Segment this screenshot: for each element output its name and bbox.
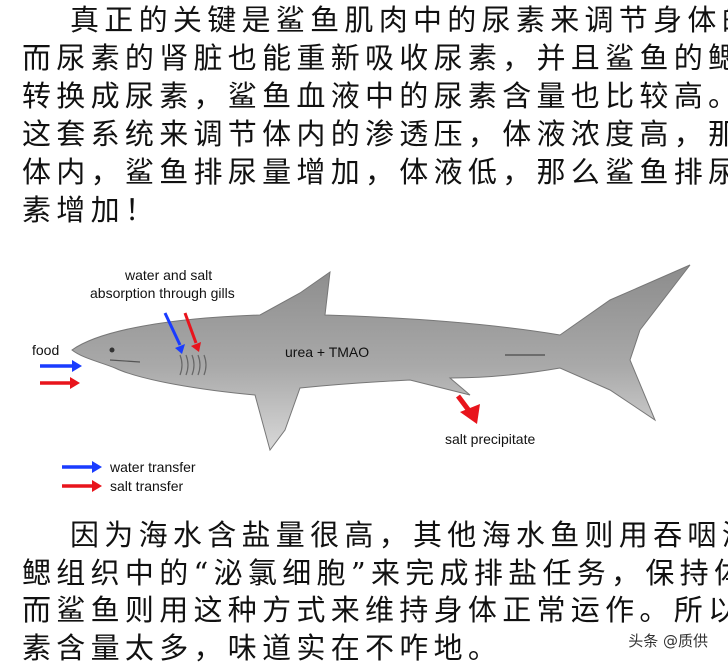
shark-osmoregulation-diagram: water and salt absorption through gills … [32, 264, 691, 494]
paragraph1-line: 而尿素的肾脏也能重新吸收尿素，并且鲨鱼的鳃可以吸收氨 [22, 41, 728, 75]
water-arrow-food [72, 360, 82, 372]
paragraph1-line: 素增加！ [22, 193, 160, 227]
salt-arrow-gills [183, 312, 198, 344]
salt-arrow-food [70, 377, 80, 389]
water-arrow-gills [163, 312, 182, 346]
watermark: 头条 @质供 [628, 632, 708, 650]
legend-salt-arrow [92, 480, 102, 492]
legend-water-arrow [92, 461, 102, 473]
paragraph2-line: 素含量太多，味道实在不咋地。 [22, 631, 503, 665]
paragraph2-line: 鳃组织中的“泌氯细胞”来完成排盐任务，保持体内渗透压， [22, 556, 728, 590]
legend-water-label: water transfer [109, 459, 196, 475]
paragraph1-line: 转换成尿素，鲨鱼血液中的尿素含量也比较高。而鲨鱼就用 [22, 79, 728, 113]
paragraph1-line: 这套系统来调节体内的渗透压，体液浓度高，那么水分渗入 [22, 117, 728, 151]
salt-precipitate-label: salt precipitate [445, 431, 535, 447]
paragraph2-line: 而鲨鱼则用这种方式来维持身体正常运作。所以鲨鱼肉中尿 [22, 593, 728, 627]
shark-body [71, 264, 691, 452]
salt-precipitate-arrow [460, 404, 480, 424]
legend-salt-label: salt transfer [110, 478, 183, 494]
paragraph1-line: 真正的关键是鲨鱼肌肉中的尿素来调节身体的渗透压， [70, 3, 728, 37]
body-label: urea + TMAO [285, 344, 369, 360]
gills-label-line1: water and salt [124, 267, 212, 283]
gills-label-line2: absorption through gills [90, 285, 235, 301]
food-label: food [32, 342, 59, 358]
paragraph1-line: 体内，鲨鱼排尿量增加，体液低，那么鲨鱼排尿量减少，尿 [22, 155, 728, 189]
paragraph2-line: 因为海水含盐量很高，其他海水鱼则用吞咽海水，再用 [70, 518, 728, 552]
